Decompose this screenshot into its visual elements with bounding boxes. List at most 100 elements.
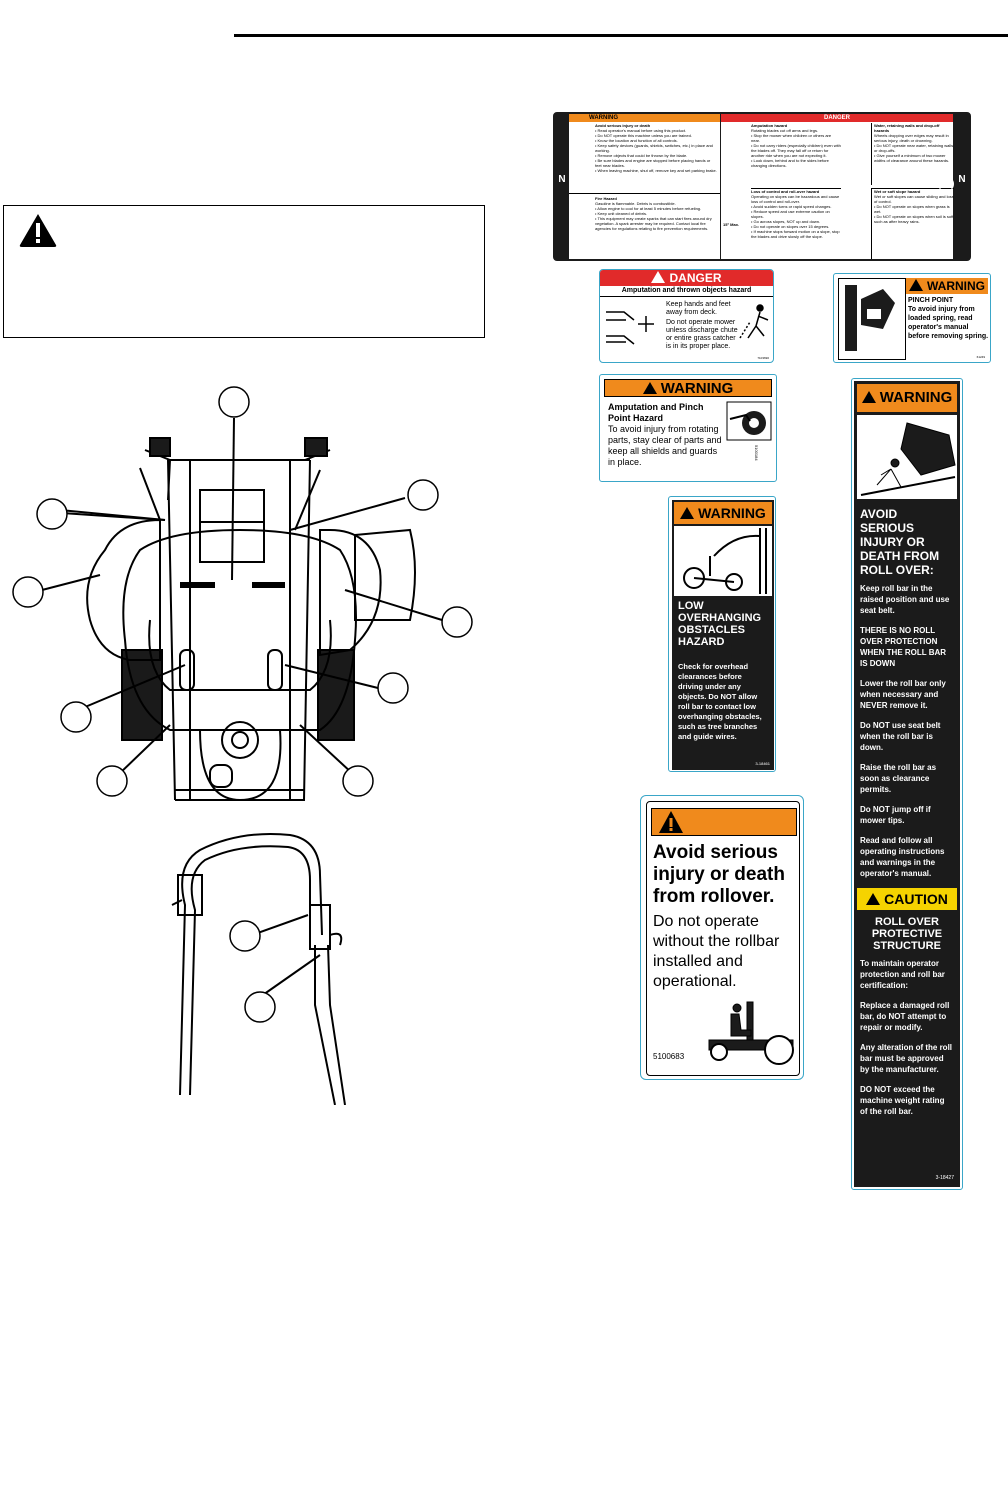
pinch-title: PINCH POINT [908,297,954,304]
alert-triangle-icon [866,893,881,905]
sec3-item: • Stop the mower when children or others… [751,133,832,143]
sec4-max: 15° Max. [723,222,740,227]
warning-icon [19,214,57,247]
sec4-title: Loss of control and roll-over hazard [751,189,820,194]
sec3-title: Amputation hazard [751,123,788,128]
lever-n-right: N [958,174,966,185]
rotating-parts-icon [726,401,772,441]
sec5-item: • Give yourself a minimum of two mower w… [874,153,950,163]
tall-caution-title: ROLL OVER PROTECTIVE STRUCTURE [871,916,943,952]
tall-caution-header: CAUTION [884,891,948,907]
low-obstacles-decal: WARNING LOW OVERHANGING OBSTACLES HAZARD… [668,496,776,772]
sec4-item: • Avoid sudden turns or rapid speed chan… [751,204,832,209]
pinch-text: To avoid injury from loaded spring, read… [908,306,989,340]
sec1-item: • Do NOT operate this machine unless you… [595,133,692,138]
overhead-branch-icon [683,528,767,594]
sec5-text: Wheels dropping over edges may result in… [874,133,949,143]
sec6-text: Wet or soft slopes can cause sliding and… [874,194,954,204]
sec1-item: • Remove objects that could be thrown by… [595,153,688,158]
danger-bullet1: Keep hands and feet away from deck. [666,301,731,316]
sec1-title: Avoid serious injury or death [595,123,651,128]
alert-triangle-icon [680,507,695,519]
warning-box [3,205,485,338]
main-warning-label: WARNING [589,115,618,121]
alert-triangle-icon [909,279,923,291]
sec2-text: Gasoline is flammable. Debris is combust… [595,201,676,206]
sec6-item: • Do NOT operate on slopes when soil is … [874,214,954,224]
header-rule [234,34,1008,37]
sec1-item: • Be sure blades and engine are stopped … [595,158,711,168]
tall-paragraph: THERE IS NO ROLL OVER PROTECTION WHEN TH… [860,626,947,668]
lever-n-left: N [558,174,566,185]
tall-caution-paragraph: DO NOT exceed the machine weight rating … [860,1085,945,1116]
danger-bullet2: Do not operate mower unless discharge ch… [666,319,738,350]
main-safety-decal: N N WARNING Avoid serious injury or deat… [553,112,971,261]
danger-decal: DANGER Amputation and thrown objects haz… [599,269,774,363]
alert-triangle-icon [642,382,657,394]
sec1-item: • When leaving machine, shut off, remove… [595,168,717,173]
tall-title: AVOID SERIOUS INJURY OR DEATH FROM ROLL … [860,507,940,577]
amp-title: Amputation and Pinch Point Hazard [608,402,704,423]
pinch-point-decal: WARNING PINCH POINT To avoid injury from… [833,273,991,363]
rollover-text: Do not operate without the rollbar insta… [653,913,780,990]
sec4-text: Operating on slopes can be hazardous and… [751,194,840,204]
sec4-item: • Do not operate on slopes over 15 degre… [751,224,830,229]
main-danger-label: DANGER [823,115,850,121]
sec3-item: • Look down, behind and to the sides bef… [751,158,829,168]
pinch-part-no: 61249 [976,355,985,359]
sec1-item: • Keep safety devices (guards, shields, … [595,143,713,153]
tall-header: WARNING [879,389,953,406]
amputation-pinch-decal: WARNING Amputation and Pinch Point Hazar… [599,374,777,482]
tall-caution-paragraph: Replace a damaged roll bar, do NOT attem… [860,1001,950,1032]
rollover-part-no: 5100683 [653,1052,685,1061]
amp-part-no: 5100184 [754,445,759,461]
low-part-no: 3-18461 [755,761,770,766]
tall-part-no: 3-18427 [935,1175,954,1181]
amp-header: WARNING [660,380,734,397]
park-p-icon: P [938,176,954,192]
sec1-item: • Read operator's manual before using th… [595,128,687,133]
pinch-hand-icon [845,285,895,351]
low-text: Check for overhead clearances before dri… [678,662,762,741]
mower-top-view-illustration [12,386,473,802]
rollover-title: Avoid serious injury or death from rollo… [653,842,785,907]
low-header: WARNING [698,505,766,521]
low-title: LOW OVERHANGING OBSTACLES HAZARD [678,600,762,648]
tall-caution-paragraph: To maintain operator protection and roll… [860,959,945,990]
roll-bar-decal: WARNING AVOID SERIOUS INJURY OR DEATH FR… [851,378,963,1190]
sec5-title: Water, retaining walls and drop-off haza… [874,123,940,133]
rollbar-illustration [171,833,346,1105]
alert-triangle-icon [861,391,876,403]
amp-text: To avoid injury from rotating parts, sta… [608,424,722,467]
tall-paragraph: Read and follow all operating instructio… [860,836,945,878]
danger-header: DANGER [669,271,722,285]
tall-caution-paragraph: Any alteration of the roll bar must be a… [860,1043,953,1074]
sec4-item: • Reduce speed and use extreme caution o… [751,209,830,219]
sec3-text: Rotating blades cut off arms and legs. [751,128,819,133]
thrown-object-icon [739,304,769,339]
tall-paragraph: Lower the roll bar only when necessary a… [860,679,946,710]
alert-triangle-icon [651,271,666,283]
hand-hazard-icon [606,311,654,345]
rollover-decal: Avoid serious injury or death from rollo… [640,795,804,1080]
tall-paragraph: Keep roll bar in the raised position and… [860,584,950,615]
sec1-item: • Know the location and function of all … [595,138,678,143]
sec6-title: Wet or soft slope hazard [874,189,921,194]
tall-paragraph: Do NOT use seat belt when the roll bar i… [860,721,941,752]
tall-paragraph: Do NOT jump off if mower tips. [860,805,931,825]
sec3-item: • Do not carry riders (especially childr… [751,143,841,158]
sec2-item: • Allow engine to cool for at least 5 mi… [595,206,702,211]
sec4-item: • Go across slopes, NOT up and down. [751,219,821,224]
sec2-title: Fire Hazard [595,196,617,201]
sec2-item: • Keep unit cleaned of debris. [595,211,648,216]
danger-part-no: 7103690 [757,356,769,360]
pinch-header: WARNING [927,279,985,293]
sec4-item: • If machine stops forward motion on a s… [751,229,840,239]
sec5-item: • Do NOT operate near water, retaining w… [874,143,954,153]
sec2-item: • This equipment may create sparks that … [595,216,712,231]
danger-subtitle: Amputation and thrown objects hazard [600,286,773,297]
mower-rollbar-icon [708,1001,794,1065]
rollover-tractor-icon [860,422,956,496]
tall-paragraph: Raise the roll bar as soon as clearance … [860,763,937,794]
sec6-item: • Do NOT operate on slopes when grass is… [874,204,950,214]
